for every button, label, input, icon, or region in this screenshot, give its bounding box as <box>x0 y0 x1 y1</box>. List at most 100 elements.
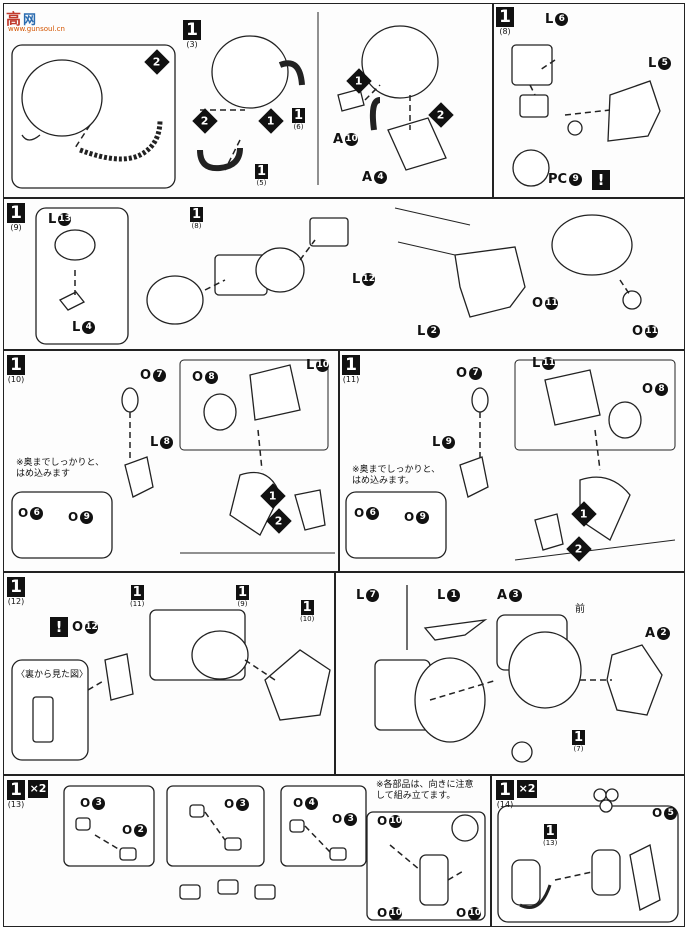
detail-circle <box>512 149 550 187</box>
watermark-site: www.gunsoul.cn <box>8 25 65 33</box>
step-number: 1(8) <box>496 7 514 36</box>
hand-part <box>629 844 661 911</box>
detail-box-hand <box>497 805 679 923</box>
col-divider <box>490 774 492 927</box>
watermark-logo: 高 网 www.gunsoul.cn <box>6 8 65 33</box>
detail-box-joint <box>11 491 113 559</box>
vent-part <box>104 653 134 701</box>
backpack-part <box>146 275 204 325</box>
multiplier-badge: ×2 <box>517 780 537 798</box>
collar-part <box>387 117 447 171</box>
ref-step-tag: 1(7) <box>572 730 585 753</box>
assembly-note: ※奥までしっかりと、 はめ込みます。 <box>352 465 441 486</box>
torso-core-part <box>211 35 289 109</box>
watermark-sub: 网 <box>23 13 37 28</box>
block-part <box>511 44 553 86</box>
ref-step-tag: 1(6) <box>292 108 305 131</box>
ref-step-tag: 1(10) <box>300 600 315 623</box>
detail-box-a <box>63 785 155 867</box>
torso-core-part <box>21 59 103 137</box>
assembly-note: ※奥までしっかりと、 はめ込みます <box>16 458 105 479</box>
row-divider <box>3 571 685 573</box>
warning-icon: ! <box>592 170 610 190</box>
detail-box-joint <box>345 491 447 559</box>
fin-part <box>423 619 488 641</box>
col-divider <box>338 349 340 572</box>
step-number: 1(3) <box>183 20 201 49</box>
detail-box-c <box>280 785 367 867</box>
ref-step-tag: 1(8) <box>190 207 203 230</box>
torso-assembly <box>551 214 633 276</box>
visor-part <box>606 644 663 716</box>
waist-part <box>454 246 526 318</box>
arm-part <box>459 456 489 498</box>
col-divider <box>334 571 336 775</box>
step-number: 1(9) <box>7 203 25 232</box>
step-number: 1(11) <box>342 355 360 384</box>
ref-step-tag: 1(11) <box>130 585 145 608</box>
step-number: 1(12) <box>7 577 25 606</box>
row-divider <box>3 349 685 351</box>
step-number: 1(13) <box>7 780 25 809</box>
fist-part <box>511 859 541 906</box>
torso-core-part <box>361 25 439 99</box>
ref-step-tag: 1(5) <box>255 164 268 187</box>
step-number: 1(14) <box>496 780 514 809</box>
detail-box-b <box>166 785 265 867</box>
arm-part <box>124 456 154 498</box>
row-divider <box>3 197 685 199</box>
orientation-note: ※各部品は、向きに注意 して組み立てます。 <box>376 780 474 801</box>
ref-step-tag: 1(13) <box>543 824 558 847</box>
chest-part <box>264 649 331 721</box>
frame-part <box>607 80 661 142</box>
warning-icon: ! <box>50 617 68 637</box>
col-divider <box>492 3 494 198</box>
hose-part <box>79 119 163 162</box>
row-divider <box>3 774 685 776</box>
head-assembly <box>508 631 582 709</box>
multiplier-badge: ×2 <box>28 780 48 798</box>
ref-step-tag: 1(9) <box>236 585 249 608</box>
watermark-main: 高 <box>6 10 22 28</box>
back-view-note: 〈裏から見た図〉 <box>16 670 89 680</box>
hose-part <box>197 147 243 172</box>
small-part <box>337 88 365 112</box>
front-direction-label: 前 <box>575 604 585 615</box>
